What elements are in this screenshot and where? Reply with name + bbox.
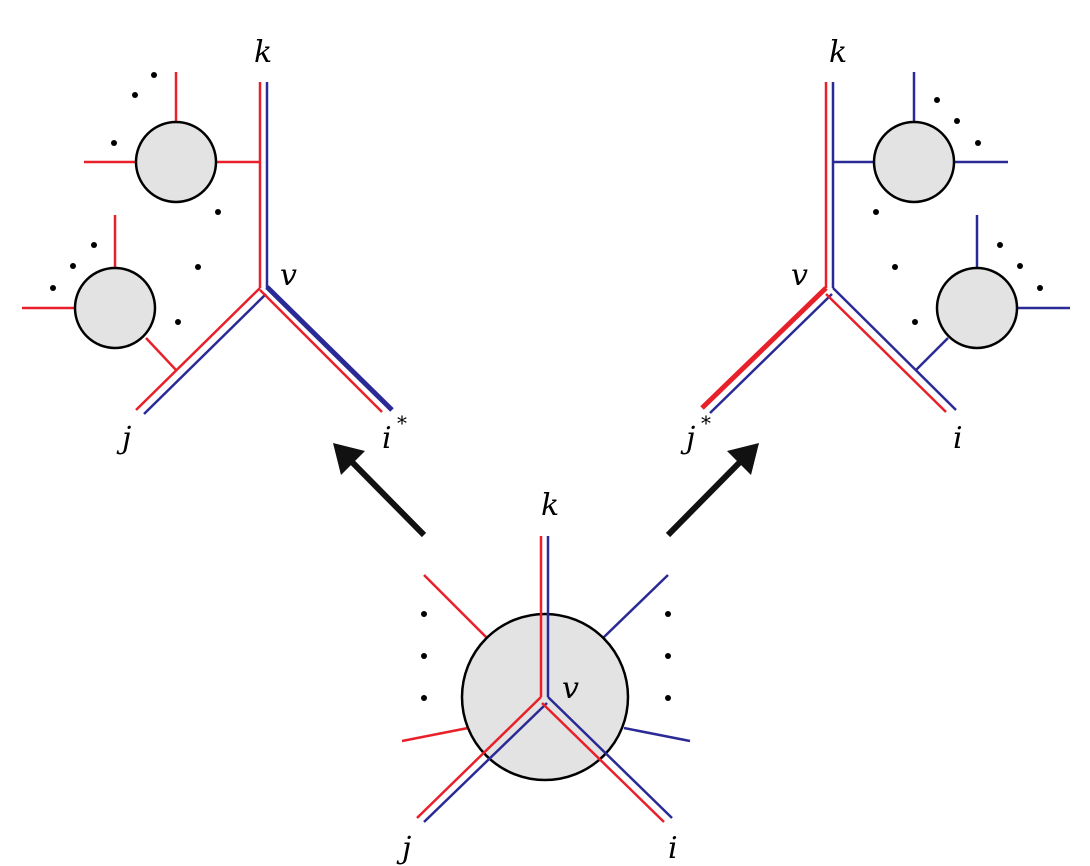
left-label-i-sup: * bbox=[397, 411, 407, 435]
left-dot bbox=[215, 209, 221, 215]
right-dot bbox=[954, 118, 960, 124]
right-dot bbox=[873, 209, 879, 215]
bottom-dot bbox=[421, 695, 427, 701]
bottom-i-blue-line bbox=[547, 696, 673, 819]
right-blob2 bbox=[935, 266, 1019, 350]
bottom-label-i: i bbox=[668, 831, 678, 866]
right-label-i: i bbox=[953, 421, 963, 456]
right-j-red-line bbox=[700, 286, 828, 410]
right-blob2-diag-stub bbox=[915, 337, 949, 371]
left-dot bbox=[132, 92, 138, 98]
right-blob1 bbox=[872, 120, 956, 204]
right-dot bbox=[912, 319, 918, 325]
right-diagram: k v j * i bbox=[680, 35, 1070, 456]
left-diagram: k v j i * bbox=[22, 35, 407, 456]
left-i-blue-line bbox=[265, 285, 394, 412]
left-blob1 bbox=[134, 120, 218, 204]
left-i-red-line bbox=[259, 289, 383, 413]
arrow-left-head bbox=[333, 443, 365, 475]
bottom-j-red-line bbox=[416, 696, 542, 819]
bottom-dot bbox=[665, 695, 671, 701]
left-j-blue-line bbox=[143, 293, 267, 415]
bottom-label-v: v bbox=[562, 671, 579, 706]
bottom-diagram: k v j i bbox=[396, 488, 691, 866]
right-label-j: j bbox=[680, 421, 695, 456]
bottom-left-upper-stub bbox=[423, 574, 487, 638]
left-label-k: k bbox=[254, 35, 272, 70]
bottom-i-red-line bbox=[541, 702, 665, 823]
left-dot bbox=[151, 72, 157, 78]
left-label-i: i bbox=[382, 421, 392, 456]
right-dot bbox=[892, 264, 898, 270]
left-dot bbox=[195, 264, 201, 270]
right-label-v: v bbox=[791, 258, 808, 293]
arrow-right bbox=[665, 443, 759, 538]
bottom-label-j: j bbox=[396, 831, 411, 866]
bottom-blob bbox=[460, 612, 630, 782]
left-dot bbox=[70, 263, 76, 269]
left-blob2-diag-stub bbox=[145, 337, 177, 371]
right-i-blue-line bbox=[832, 287, 957, 411]
right-dot bbox=[975, 140, 981, 146]
right-dot bbox=[934, 97, 940, 103]
bottom-dot bbox=[421, 611, 427, 617]
right-label-j-sup: * bbox=[701, 411, 711, 435]
left-dot bbox=[50, 285, 56, 291]
right-i-red-line bbox=[825, 293, 947, 413]
left-dot bbox=[175, 319, 181, 325]
bottom-dot bbox=[421, 653, 427, 659]
left-label-j: j bbox=[116, 421, 131, 456]
arrow-right-head bbox=[727, 443, 759, 475]
left-dot bbox=[91, 242, 97, 248]
arrow-left bbox=[333, 443, 427, 538]
left-blob2 bbox=[73, 266, 157, 350]
right-dot bbox=[1037, 285, 1043, 291]
bottom-right-lower-stub bbox=[623, 726, 691, 743]
right-dot bbox=[1017, 263, 1023, 269]
left-label-v: v bbox=[280, 258, 297, 293]
left-j-red-line bbox=[135, 287, 261, 411]
left-dot bbox=[111, 140, 117, 146]
bottom-label-k: k bbox=[541, 488, 559, 523]
right-dot bbox=[997, 242, 1003, 248]
right-j-blue-line bbox=[709, 293, 833, 414]
bottom-j-blue-line bbox=[423, 702, 548, 823]
bottom-dot bbox=[665, 653, 671, 659]
bottom-left-lower-stub bbox=[401, 726, 469, 743]
right-label-k: k bbox=[829, 35, 847, 70]
bottom-dot bbox=[665, 611, 671, 617]
bottom-right-upper-stub bbox=[603, 574, 669, 638]
